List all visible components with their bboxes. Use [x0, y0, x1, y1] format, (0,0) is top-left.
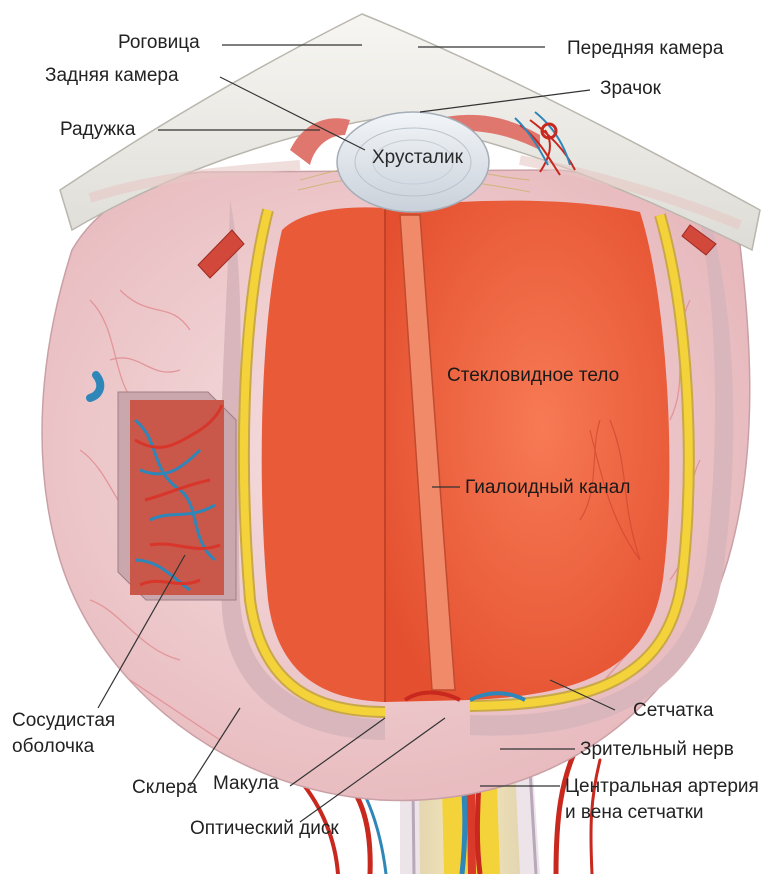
label-hyaloid-canal: Гиалоидный канал — [465, 476, 630, 499]
label-optic-nerve: Зрительный нерв — [580, 738, 734, 761]
label-sclera: Склера — [132, 776, 197, 799]
label-pupil: Зрачок — [600, 77, 661, 100]
label-iris: Радужка — [60, 118, 135, 141]
label-vitreous-body: Стекловидное тело — [447, 364, 619, 387]
label-posterior-chamber: Задняя камера — [45, 64, 179, 87]
label-central-artery-line2: и вена сетчатки — [565, 801, 704, 824]
vitreous-body-shape — [262, 201, 670, 702]
label-optic-disc: Оптический диск — [190, 817, 339, 840]
label-cornea: Роговица — [118, 31, 200, 54]
label-central-artery-line1: Центральная артерия — [565, 775, 759, 798]
label-macula: Макула — [213, 772, 279, 795]
label-retina: Сетчатка — [633, 699, 713, 722]
label-anterior-chamber: Передняя камера — [567, 37, 723, 60]
label-lens: Хрусталик — [372, 146, 463, 169]
label-choroid-line2: оболочка — [12, 735, 94, 758]
label-choroid-line1: Сосудистая — [12, 709, 115, 732]
